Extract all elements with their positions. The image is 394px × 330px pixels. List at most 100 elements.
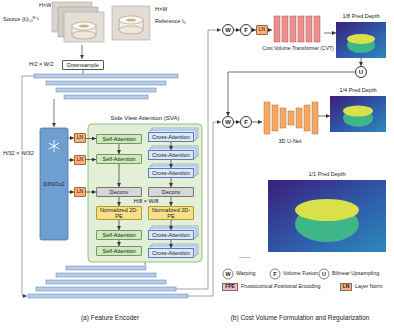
frozen-snowflake [49, 140, 59, 152]
self-attention-box: Self-Attention [96, 230, 142, 240]
swatch-label: FPE [225, 284, 235, 290]
node-text: Cross-Attention [152, 232, 190, 238]
fusion-circle: F [240, 116, 252, 128]
downsample-box: Downsample [62, 60, 104, 70]
layer-norm-box: LN [256, 25, 268, 35]
input-label: Source {Iᵢ}ᵢ₌₁ᴺ⁻¹ [2, 16, 40, 22]
transformer-layers [274, 16, 320, 42]
node-text: Self-Attention [102, 232, 135, 238]
legend-text: Layer Norm [355, 284, 383, 290]
self-attention-box: Self-Attention [96, 246, 142, 256]
connector-arrow [228, 72, 355, 116]
source-images [52, 2, 104, 42]
legend-text: Frustoconical Positional Encoding [241, 284, 321, 290]
connector-arrow [86, 159, 96, 160]
depth-map: 1/4 Pred Depth [330, 96, 386, 132]
connector-arrow [268, 30, 272, 31]
dimension-label: H/8 × W/8 [133, 198, 160, 204]
cross-attention-box: Cross-Attention [148, 230, 194, 240]
caption: (b) Cost Volume Formulation and Regulari… [230, 314, 371, 321]
legend-text: Bilinear Upsampling [332, 271, 379, 277]
warping-circle: W [222, 116, 234, 128]
node-text: Cross-Attention [152, 250, 190, 256]
sva-panel: Side View Attention (SVA)Self-AttentionS… [88, 124, 202, 262]
connector-arrow [119, 197, 120, 206]
fusion-circle: F [240, 24, 252, 36]
dimension-label: H×W [154, 6, 168, 12]
node-text: Deconv [162, 189, 181, 195]
connector-arrow [252, 122, 262, 123]
node-text: Normalized 2D-PE [149, 207, 193, 219]
sva-panel-fill [88, 124, 202, 262]
positional-encoding-box: Normalized 2D-PE [148, 206, 194, 220]
connector-arrow [119, 220, 120, 230]
caption: (a) Feature Encoder [80, 314, 140, 321]
node-text: F [244, 119, 248, 126]
connector-arrow [171, 240, 172, 248]
symbol-letter: F [273, 271, 276, 277]
legend-text: Warping [236, 271, 256, 277]
ellipsis: ...... [238, 252, 252, 260]
node-text: LN [77, 135, 83, 141]
deconv-box: Deconv [148, 187, 194, 197]
unet-layers [264, 102, 318, 134]
cross-attention-box: Cross-Attention [148, 132, 194, 142]
cross-attention-box: Cross-Attention [148, 168, 194, 178]
connector-arrow [86, 138, 96, 139]
symbol-letter: W [225, 271, 230, 277]
dimension-label: H/32 × W/32 [2, 150, 35, 156]
node-text: 3D U-Net [279, 138, 302, 144]
connector-arrow [318, 116, 330, 117]
dimension-label: H/2 × W/2 [28, 61, 55, 67]
cross-attention-box: Cross-Attention [148, 248, 194, 258]
node-text: Self-Attention [102, 248, 135, 254]
input-label: Reference I₀ [154, 18, 187, 24]
depth-map: 1/1 Pred Depth [268, 180, 386, 252]
layer-norm-box: LN [74, 187, 86, 197]
dimension-label: H×W [38, 2, 52, 8]
node-text: Cross-Attention [152, 170, 190, 176]
layer-norm-box: LN [74, 133, 86, 143]
connector-arrow [324, 33, 336, 34]
legend-text: Volume Fusion [283, 271, 318, 277]
depth-maps [268, 22, 386, 252]
node-text: F [244, 27, 248, 34]
deconv-box: Deconv [96, 187, 142, 197]
dinov2-block: DINOv2 [40, 128, 68, 240]
cost-volume-transformer: Cost Volume Transformer (CVT) [272, 14, 324, 44]
node-text: Deconv [110, 189, 129, 195]
node-text: 1/4 Pred Depth [340, 87, 377, 93]
node-text: W [225, 119, 231, 126]
node-text: LN [77, 189, 83, 195]
swatch-label: LN [343, 284, 350, 290]
node-text: 1/1 Pred Depth [309, 171, 346, 177]
connector-arrow [171, 197, 172, 206]
layer-norm-box: LN [74, 155, 86, 165]
unet-block: 3D U-Net [262, 100, 318, 136]
self-attention-box: Self-Attention [96, 134, 142, 144]
node-text: Self-Attention [102, 156, 135, 162]
cross-attention-box: Cross-Attention [148, 150, 194, 160]
upsampling-circle: U [355, 66, 367, 78]
connector-arrow [86, 192, 96, 193]
node-text: LN [259, 27, 265, 33]
node-text: Cross-Attention [152, 152, 190, 158]
node-text: Self-Attention [102, 136, 135, 142]
legend-symbols [223, 269, 329, 279]
symbol-letter: U [322, 271, 326, 277]
positional-encoding-box: Normalized 2D-PE [96, 206, 142, 220]
depth-map: 1/8 Pred Depth [336, 22, 386, 58]
connector-arrow [171, 220, 172, 230]
node-text: Side View Attention (SVA) [111, 115, 180, 122]
connector-arrow [119, 144, 120, 154]
node-text: Normalized 2D-PE [97, 207, 141, 219]
node-text: DINOv2 [43, 181, 64, 188]
connector-arrow [171, 142, 172, 150]
node-text: LN [77, 157, 83, 163]
node-text: Downsample [67, 62, 99, 68]
connector-arrow [171, 160, 172, 168]
reference-image [112, 6, 150, 40]
connector-arrow [119, 164, 120, 187]
